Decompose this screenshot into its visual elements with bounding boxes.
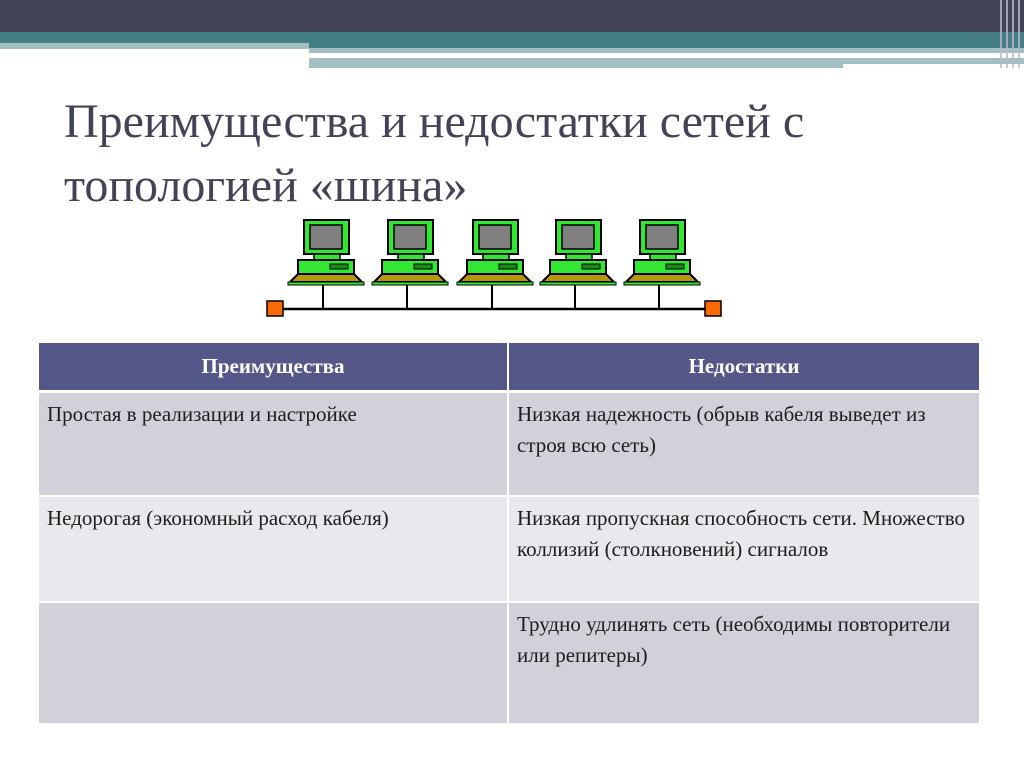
table-row: Трудно удлинять сеть (необходимы повтори… bbox=[39, 602, 979, 725]
bus-topology-diagram bbox=[266, 219, 722, 317]
header-edge-line bbox=[1012, 0, 1014, 68]
header-bar-dark bbox=[0, 0, 1024, 32]
computer-icon bbox=[456, 219, 534, 309]
header-bar-right-lower bbox=[309, 58, 1024, 68]
disadvantage-cell: Трудно удлинять сеть (необходимы повтори… bbox=[508, 602, 979, 725]
terminator-left-icon bbox=[266, 300, 284, 317]
computer-icon bbox=[371, 219, 449, 309]
header-bar-right-upper bbox=[309, 48, 1024, 53]
slide-title: Преимущества и недостатки сетей с тополо… bbox=[64, 95, 805, 212]
table-header-row: Преимущества Недостатки bbox=[39, 343, 979, 393]
header-bar-white-line-2 bbox=[843, 64, 1024, 68]
computer-icon bbox=[623, 219, 701, 309]
terminator-right-icon bbox=[704, 300, 722, 317]
header-bar-white-line bbox=[620, 53, 950, 57]
advantage-cell bbox=[39, 602, 509, 725]
header-disadvantages: Недостатки bbox=[508, 343, 979, 393]
table-row: Простая в реализации и настройке Низкая … bbox=[39, 391, 979, 497]
header-bar-light-left bbox=[0, 43, 309, 49]
disadvantage-cell: Низкая пропускная способность сети. Множ… bbox=[508, 496, 979, 603]
table-row: Недорогая (экономный расход кабеля) Низк… bbox=[39, 496, 979, 603]
advantage-cell: Простая в реализации и настройке bbox=[39, 391, 509, 497]
advantage-cell: Недорогая (экономный расход кабеля) bbox=[39, 496, 509, 603]
header-edge-line bbox=[1000, 0, 1002, 68]
comparison-table: Преимущества Недостатки Простая в реализ… bbox=[39, 343, 979, 725]
computer-icon bbox=[287, 219, 365, 309]
header-edge-line bbox=[1006, 0, 1008, 68]
computer-icon bbox=[539, 219, 617, 309]
header-edge-line bbox=[1018, 0, 1020, 68]
disadvantage-cell: Низкая надежность (обрыв кабеля выведет … bbox=[508, 391, 979, 497]
header-advantages: Преимущества bbox=[39, 343, 509, 393]
